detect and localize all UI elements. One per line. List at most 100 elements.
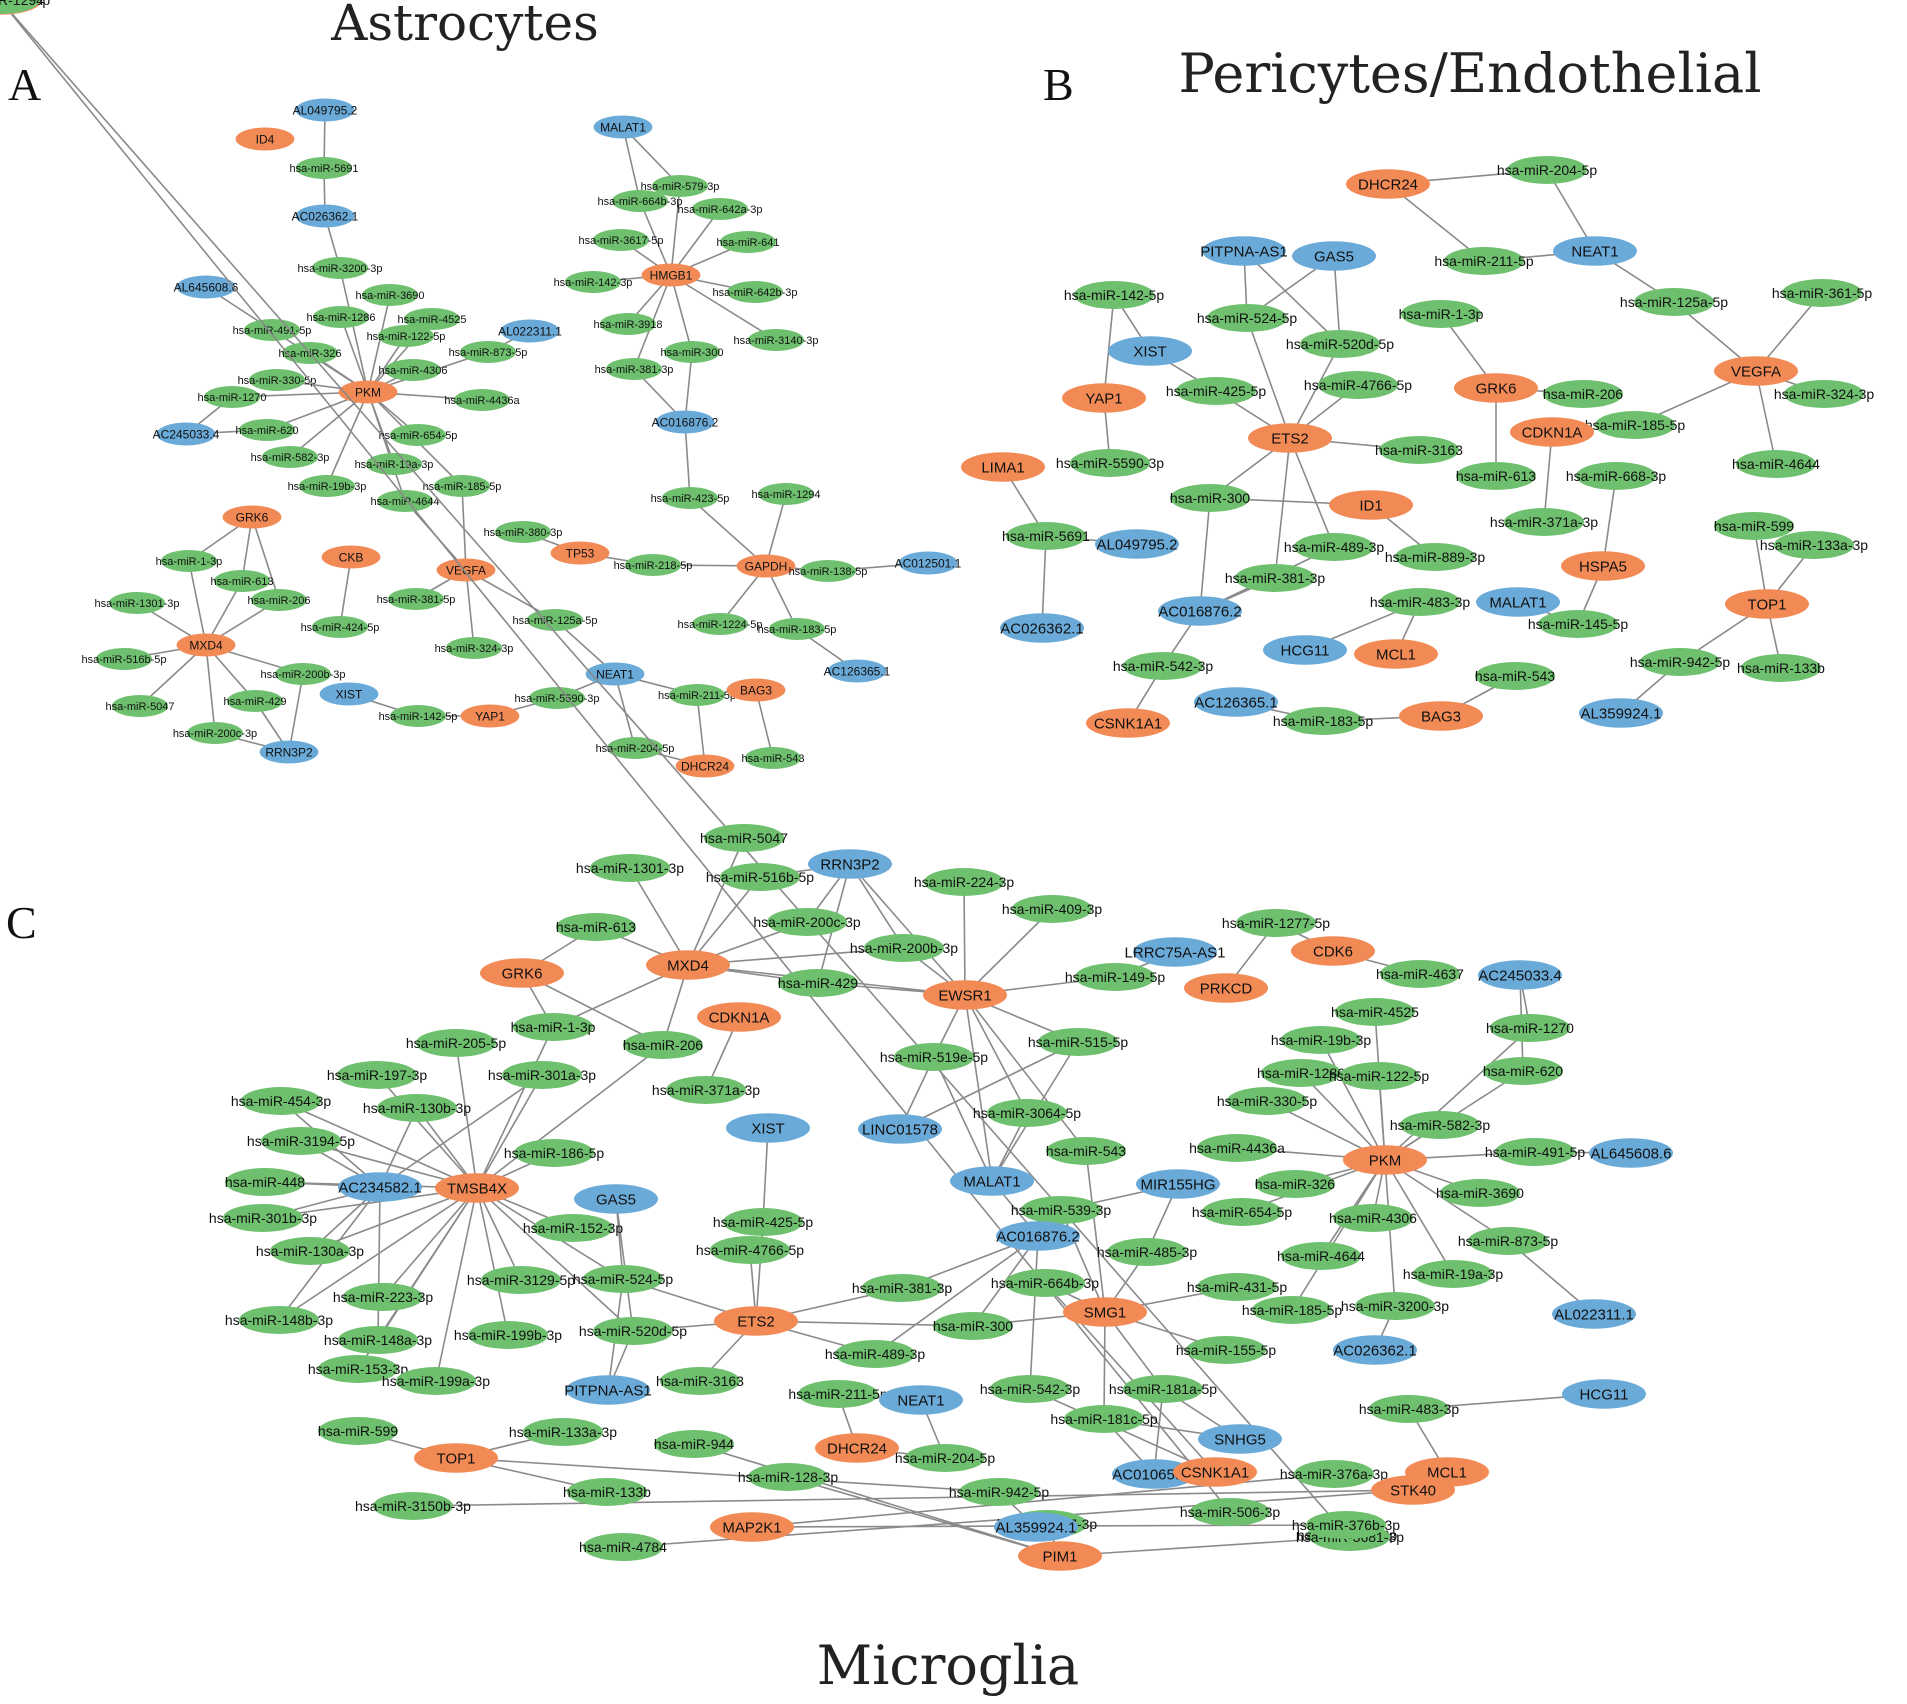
node-label: hsa-miR-3163 (1375, 442, 1463, 458)
node-prkcd: PRKCD (1184, 973, 1268, 1003)
node-shape-hsa-mir-1286 (313, 306, 369, 328)
node-label: hsa-miR-942-5p (1630, 654, 1731, 670)
node-label: hsa-miR-152-3p (523, 1220, 624, 1236)
node-label: TOP1 (1748, 596, 1787, 613)
node-shape-hsa-mir-454-3p (241, 1087, 321, 1115)
node-hsa-mir-668-3p: hsa-miR-668-3p (1566, 462, 1666, 490)
node-shape-hmgb1 (641, 263, 701, 287)
node-shape-hsa-mir-664b-3p (612, 190, 668, 212)
node-hsa-mir-889-3p: hsa-miR-889-3p (1385, 543, 1485, 571)
edge-hsa-mir-520d-5p--ets2 (1289, 343, 1341, 439)
node-hsa-mir-3690: hsa-miR-3690 (1436, 1179, 1524, 1207)
edge-xist--hsa-mir-425-5p (762, 1127, 769, 1223)
node-xist: XIST (726, 1113, 810, 1143)
node-hsa-mir-519e-5p: hsa-miR-519e-5p (880, 1043, 988, 1071)
node-pim1: PIM1 (1018, 1541, 1102, 1571)
node-shape-hsa-mir-520d-5p (593, 1317, 673, 1345)
node-hsa-mir-130a-3p: hsa-miR-130a-3p (256, 1237, 364, 1265)
node-label: hsa-miR-185-5p (1242, 1302, 1343, 1318)
node-hsa-mir-148a-3p: hsa-miR-148a-3p (324, 1326, 432, 1354)
node-hsa-mir-185-5p: hsa-miR-185-5p (1585, 411, 1685, 439)
node-shape-malat1 (593, 115, 653, 139)
node-shape-bag3 (726, 678, 786, 702)
node-hsa-mir-200b-3p: hsa-miR-200b-3p (261, 663, 345, 685)
node-shape-smg1 (1063, 1297, 1147, 1327)
node-shape-hsa-mir-3129-5p (481, 1266, 561, 1294)
node-label: hsa-miR-613 (556, 919, 636, 935)
node-label: hsa-miR-138-5p (789, 566, 868, 578)
node-shape-lrrc75a-as1 (1133, 937, 1217, 967)
node-shape-gas5 (574, 1184, 658, 1214)
node-label: hsa-miR-873-5p (1458, 1233, 1559, 1249)
edge-hsa-mir-516b-5p--mxd4 (687, 876, 761, 966)
node-label: ID1 (1359, 497, 1382, 514)
node-label: hsa-miR-326 (1255, 1176, 1335, 1192)
node-hsa-mir-3194-5p: hsa-miR-3194-5p (247, 1127, 355, 1155)
node-shape-mir155hg (1136, 1169, 1220, 1199)
node-shape-ac234582-1 (338, 1172, 422, 1202)
node-shape-hsa-mir-125a-5p (527, 609, 583, 631)
edge-stk40--hsa-mir-3150b-3p (412, 1489, 1414, 1507)
node-hsa-mir-483-3p: hsa-miR-483-3p (1370, 588, 1470, 616)
edge-hsa-mir-324-3p--vegfa (465, 569, 475, 649)
node-shape-al359924-1 (1579, 698, 1663, 728)
node-hsa-mir-599: hsa-miR-599 (318, 1417, 398, 1445)
edge-ewsr1--hsa-mir-3064-5p (964, 994, 1028, 1114)
node-shape-hsa-mir-19b-3p (1281, 1026, 1361, 1054)
node-label: hsa-miR-128-3p (738, 1469, 839, 1485)
node-shape-ac245033-4 (156, 422, 216, 446)
node-hsa-mir-376b-3p: hsa-miR-376b-3p (1292, 1511, 1400, 1539)
node-hsa-mir-4436a: hsa-miR-4436a (444, 389, 520, 411)
node-hsa-mir-1286: hsa-miR-1286 (1257, 1059, 1345, 1087)
node-label: hsa-miR-642b-3p (713, 287, 798, 299)
node-label: hsa-miR-301b-3p (209, 1210, 317, 1226)
node-shape-hsa-mir-300 (933, 1312, 1013, 1340)
node-shape-hsa-mir-1294 (758, 483, 814, 505)
node-label: hsa-miR-19a-3p (1403, 1266, 1504, 1282)
node-hsa-mir-4644: hsa-miR-4644 (370, 490, 440, 512)
node-shape-neat1 (585, 662, 645, 686)
node-label: VEGFA (1731, 363, 1781, 380)
edge-rrn3p2--ewsr1 (849, 863, 966, 996)
node-shape-hsa-mir-524-5p (583, 1265, 663, 1293)
edge-tmsb4x--hsa-mir-3129-5p (476, 1187, 522, 1281)
node-shape-hsa-mir-516b-5p (96, 648, 152, 670)
node-label: hsa-miR-1301-3p (95, 598, 180, 610)
node-hsa-mir-1224-5p: hsa-miR-1224-5p (678, 613, 762, 635)
node-label: hsa-miR-300 (1170, 490, 1250, 506)
node-shape-hsa-mir-183-5p (1283, 707, 1363, 735)
node-label: MCL1 (1427, 1464, 1467, 1481)
node-malat1: MALAT1 (593, 115, 653, 139)
node-shape-hsa-mir-206 (251, 589, 307, 611)
node-label: hsa-miR-200c-3p (173, 728, 257, 740)
node-label: hsa-miR-516b-5p (706, 869, 814, 885)
node-shape-csnk1a1 (1086, 708, 1170, 738)
node-label: hsa-miR-1270 (1486, 1020, 1574, 1036)
node-hsa-mir-122-5p: hsa-miR-122-5p (1329, 1062, 1429, 1090)
node-label: hsa-miR-425-5p (713, 1214, 814, 1230)
node-label: hsa-miR-148a-3p (324, 1332, 432, 1348)
node-label: AC234582.1 (338, 1179, 421, 1196)
node-shape-bag3 (1399, 701, 1483, 731)
node-hsa-mir-409-3p: hsa-miR-409-3p (1002, 895, 1102, 923)
node-hsa-mir-206: hsa-miR-206 (623, 1031, 703, 1059)
node-shape-lima1 (961, 452, 1045, 482)
node-shape-hsa-mir-942-5p (1640, 648, 1720, 676)
node-shape-hsa-mir-1294 (0, 0, 40, 14)
edge-ac016876-2--hsa-mir-542-3p (1029, 1235, 1039, 1390)
node-label: XIST (1133, 343, 1166, 360)
node-shape-hsa-mir-142-3p (565, 271, 621, 293)
node-hsa-mir-205-5p: hsa-miR-205-5p (406, 1029, 506, 1057)
edge-hsa-mir-200b-3p--rrn3p2 (288, 673, 304, 753)
node-shape-hsa-mir-371a-3p (666, 1076, 746, 1104)
node-ac012501-1: AC012501.1 (895, 551, 962, 575)
node-label: hsa-miR-425-5p (1166, 383, 1267, 399)
node-label: RRN3P2 (265, 745, 313, 759)
node-ac234582-1: AC234582.1 (338, 1172, 422, 1202)
node-label: hsa-miR-142-5p (379, 711, 458, 723)
node-hmgb1: HMGB1 (641, 263, 701, 287)
node-shape-hsa-mir-506-3p (1190, 1498, 1270, 1526)
node-label: AL049795.2 (1097, 536, 1178, 553)
node-shape-hcg11 (1562, 1379, 1646, 1409)
node-shape-vegfa (1714, 356, 1798, 386)
